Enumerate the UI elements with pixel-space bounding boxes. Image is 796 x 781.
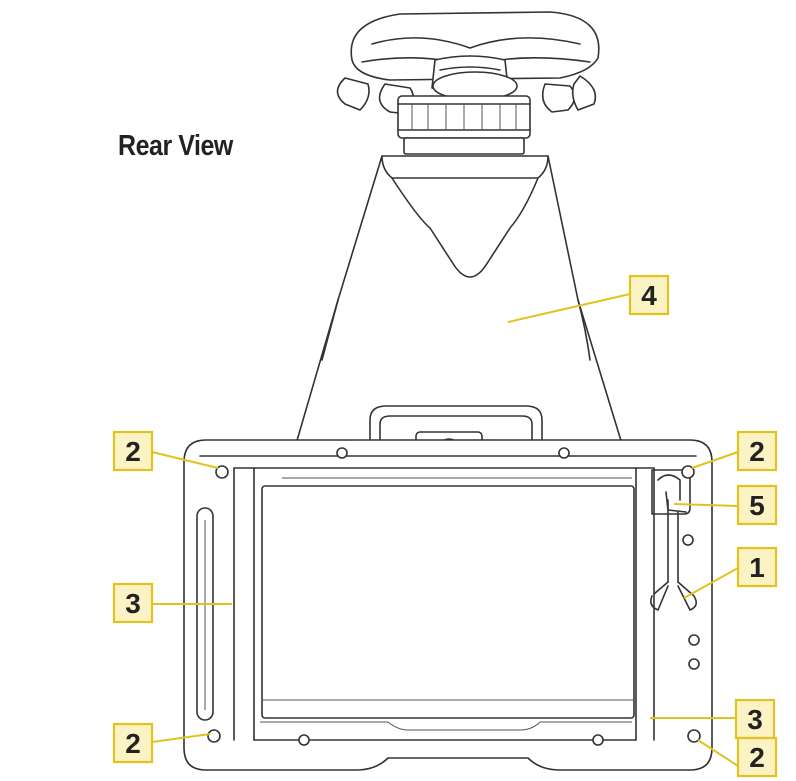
callout-tl-screw: 2 bbox=[112, 430, 154, 472]
callout-label: 2 bbox=[749, 742, 765, 773]
callout-latch: 5 bbox=[736, 484, 778, 526]
callout-left-side: 3 bbox=[112, 582, 154, 624]
callout-label: 4 bbox=[641, 280, 657, 311]
callout-label: 3 bbox=[747, 704, 763, 735]
callout-label: 2 bbox=[125, 728, 141, 759]
callout-label: 2 bbox=[749, 436, 765, 467]
callout-label: 5 bbox=[749, 490, 765, 521]
callout-bl-screw: 2 bbox=[112, 722, 154, 764]
callout-tr-screw: 2 bbox=[736, 430, 778, 472]
callout-label: 2 bbox=[125, 436, 141, 467]
callout-br-screw: 2 bbox=[736, 736, 778, 778]
callout-label: 1 bbox=[749, 552, 765, 583]
monitor-frame bbox=[183, 439, 713, 771]
callout-label: 3 bbox=[125, 588, 141, 619]
leader-lines bbox=[151, 293, 739, 767]
focus-ring bbox=[397, 95, 531, 155]
callout-hood: 4 bbox=[628, 274, 670, 316]
callout-hook: 1 bbox=[736, 546, 778, 588]
callout-right-side: 3 bbox=[734, 698, 776, 740]
diagram-title: Rear View bbox=[118, 130, 233, 162]
sun-hood bbox=[295, 155, 623, 445]
